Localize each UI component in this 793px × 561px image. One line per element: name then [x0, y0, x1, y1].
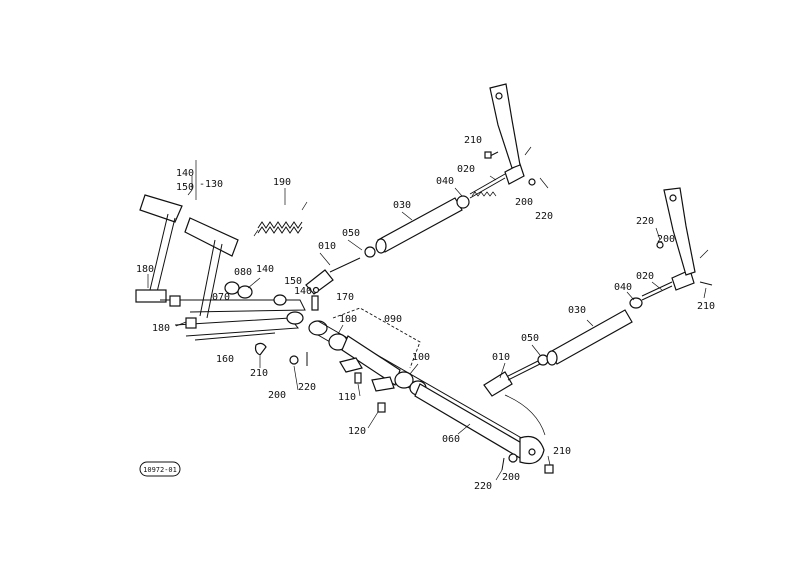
label-040: 040 — [614, 282, 632, 293]
label-200: 200 — [657, 234, 675, 245]
label-200: 200 — [502, 472, 520, 483]
label-010: 010 — [492, 352, 510, 363]
hardware-200-210-220-bottom — [501, 453, 554, 474]
label-220: 220 — [535, 211, 553, 222]
pin-170 — [311, 295, 319, 311]
leader-lines — [147, 160, 707, 481]
label-170: 170 — [336, 292, 354, 303]
label-030: 030 — [568, 305, 586, 316]
pedal-left — [135, 194, 183, 303]
label-080: 080 — [234, 267, 252, 278]
rod-030-lower — [546, 269, 695, 366]
cross-shaft-060 — [308, 320, 546, 465]
leader-090 — [332, 307, 421, 369]
arm-upper — [484, 83, 549, 189]
label-060: 060 — [442, 434, 460, 445]
label-100: 100 — [412, 352, 430, 363]
arm-lower — [656, 187, 713, 286]
part-labels: 140 150 -130 190 180 180 070 080 140 150… — [136, 135, 715, 492]
label-150: 150 — [176, 182, 194, 193]
reference-code-badge: 10972-01 — [139, 461, 181, 477]
label-190: 190 — [273, 177, 291, 188]
clevis-010-left — [305, 257, 361, 295]
hardware-210-220-lower-left — [254, 342, 308, 366]
label-010: 010 — [318, 241, 336, 252]
label-210: 210 — [697, 301, 715, 312]
label-220: 220 — [298, 382, 316, 393]
label-070: 070 — [212, 292, 230, 303]
label-110: 110 — [338, 392, 356, 403]
label-040: 040 — [436, 176, 454, 187]
label-090: 090 — [384, 314, 402, 325]
label-030: 030 — [393, 200, 411, 211]
spring-190 — [253, 201, 308, 237]
label-180: 180 — [152, 323, 170, 334]
rod-030-upper — [364, 163, 525, 258]
label-140: 140 — [256, 264, 274, 275]
pedal-right — [184, 217, 239, 319]
label-140: 140 — [176, 168, 194, 179]
label-150: 150 — [284, 276, 302, 287]
label-050: 050 — [342, 228, 360, 239]
label-180: 180 — [136, 264, 154, 275]
bracket-110 — [339, 357, 363, 384]
bracket-120 — [371, 376, 395, 413]
label-020: 020 — [457, 164, 475, 175]
reference-code: 10972-01 — [143, 466, 177, 474]
label-210: 210 — [553, 446, 571, 457]
label-100: 100 — [339, 314, 357, 325]
label-210: 210 — [464, 135, 482, 146]
label-120: 120 — [348, 426, 366, 437]
label-140: 140 — [294, 286, 312, 297]
label-210: 210 — [250, 368, 268, 379]
label-050: 050 — [521, 333, 539, 344]
bushings-080-140 — [224, 281, 304, 325]
label-220: 220 — [636, 216, 654, 227]
label-160: 160 — [216, 354, 234, 365]
label-020: 020 — [636, 271, 654, 282]
label-200: 200 — [268, 390, 286, 401]
label-200: 200 — [515, 197, 533, 208]
label-130: -130 — [199, 179, 223, 190]
label-220: 220 — [474, 481, 492, 492]
